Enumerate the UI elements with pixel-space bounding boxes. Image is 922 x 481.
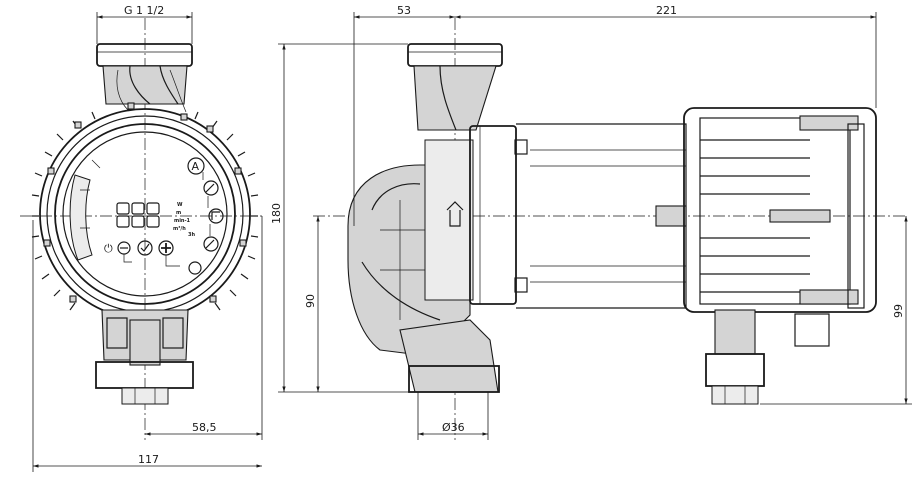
dim-axis-height-motor: 99 (760, 216, 912, 405)
shaft-end (655, 205, 687, 227)
dim-axis-height: 90 (304, 216, 320, 392)
auto-mode-label: A (192, 160, 200, 173)
top-flange (96, 43, 193, 113)
auto-mode-icon (187, 157, 205, 175)
power-icon: ⏻ (104, 242, 113, 255)
motor-tube (516, 123, 687, 309)
dim-inlet-offset: 53 (353, 4, 455, 226)
thread-label: G 1 1/2 (124, 4, 164, 17)
pressure-curve-icon (203, 180, 219, 196)
overall-height-label: 180 (270, 203, 283, 224)
bottom-clip (799, 289, 859, 305)
dim-half-width: 58,5 (145, 216, 263, 440)
dim-motor-length: 221 (455, 4, 877, 108)
side-view: 53 221 180 90 99 (270, 4, 912, 440)
dim-diameter: Ø36 (417, 392, 489, 440)
label-m: m (176, 210, 181, 216)
flow-arrow-icon (446, 201, 464, 227)
variable-pressure-icon (203, 236, 219, 252)
constant-pressure-icon (208, 208, 224, 224)
half-width-label: 58,5 (192, 421, 217, 434)
mode-icons: A (187, 157, 224, 252)
segment-display (116, 202, 160, 228)
label-rpm: min-1 (174, 218, 191, 224)
indicator-lamp-icon (188, 261, 202, 275)
diameter-label: Ø36 (442, 421, 465, 434)
front-view: A W m min-1 m³/h 3h ⏻ (20, 4, 263, 472)
axis-height-motor-label: 99 (892, 304, 905, 318)
label-w: W (177, 202, 183, 208)
inlet-offset-label: 53 (397, 4, 411, 17)
axis-height-label: 90 (304, 294, 317, 308)
total-width-label: 117 (138, 453, 159, 466)
inlet-port (407, 43, 503, 131)
control-panel: A W m min-1 m³/h 3h ⏻ (54, 123, 236, 305)
check-button-icon (137, 240, 153, 256)
bottom-flange (95, 309, 194, 405)
control-buttons: ⏻ (104, 240, 202, 275)
pump-head (424, 125, 528, 305)
label-flow: m³/h (173, 226, 186, 232)
electronics-module (683, 107, 877, 313)
dim-thread: G 1 1/2 (96, 4, 193, 44)
dim-total-width: 117 (32, 220, 262, 472)
cable-connector (705, 309, 830, 405)
top-clip (799, 115, 859, 131)
motor-length-label: 221 (656, 4, 677, 17)
pump-volute (347, 164, 500, 393)
display-window (69, 174, 93, 261)
dim-overall-height: 180 (270, 43, 409, 393)
cable-gland (129, 319, 161, 366)
label-3h: 3h (188, 232, 195, 238)
